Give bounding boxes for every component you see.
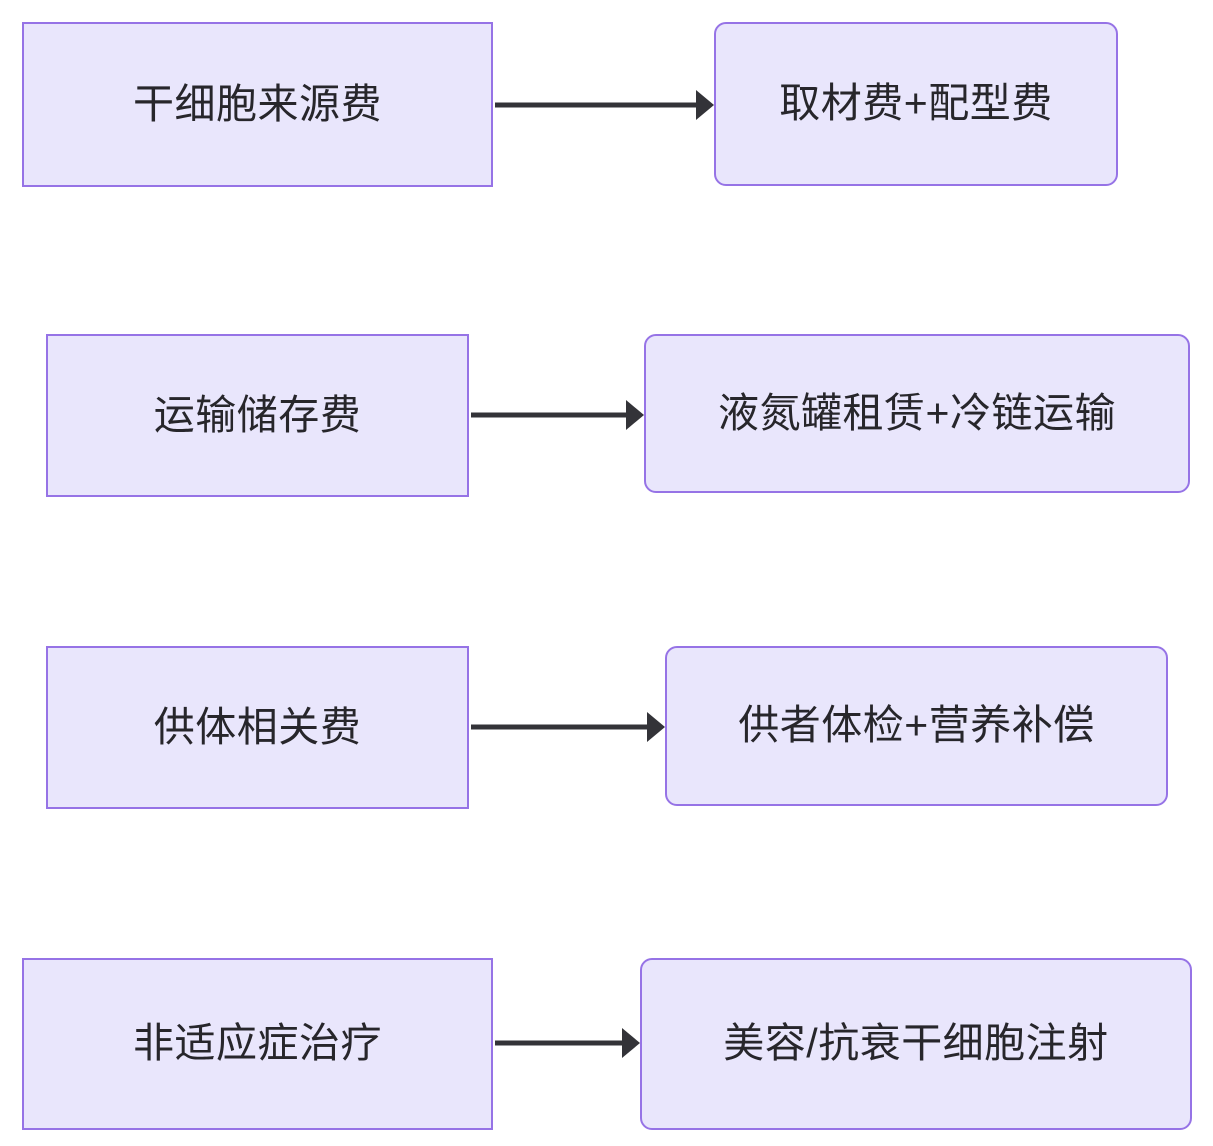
node-stem-cell-source-fee[interactable]: 干细胞来源费 <box>22 22 493 187</box>
edge-source-to-collection <box>495 90 714 120</box>
node-collection-and-matching-fee[interactable]: 取材费+配型费 <box>714 22 1118 186</box>
edge-offlabel-to-cosmetic <box>495 1028 640 1058</box>
node-off-label-treatment[interactable]: 非适应症治疗 <box>22 958 493 1130</box>
edge-transport-to-storage <box>471 400 644 430</box>
node-cosmetic-antiaging-injection[interactable]: 美容/抗衰干细胞注射 <box>640 958 1192 1130</box>
node-transport-storage-fee[interactable]: 运输储存费 <box>46 334 469 497</box>
node-nitrogen-tank-and-cold-chain[interactable]: 液氮罐租赁+冷链运输 <box>644 334 1190 493</box>
node-donor-related-fee[interactable]: 供体相关费 <box>46 646 469 809</box>
node-donor-checkup-and-nutrition[interactable]: 供者体检+营养补偿 <box>665 646 1168 806</box>
edge-donor-to-checkup <box>471 712 665 742</box>
